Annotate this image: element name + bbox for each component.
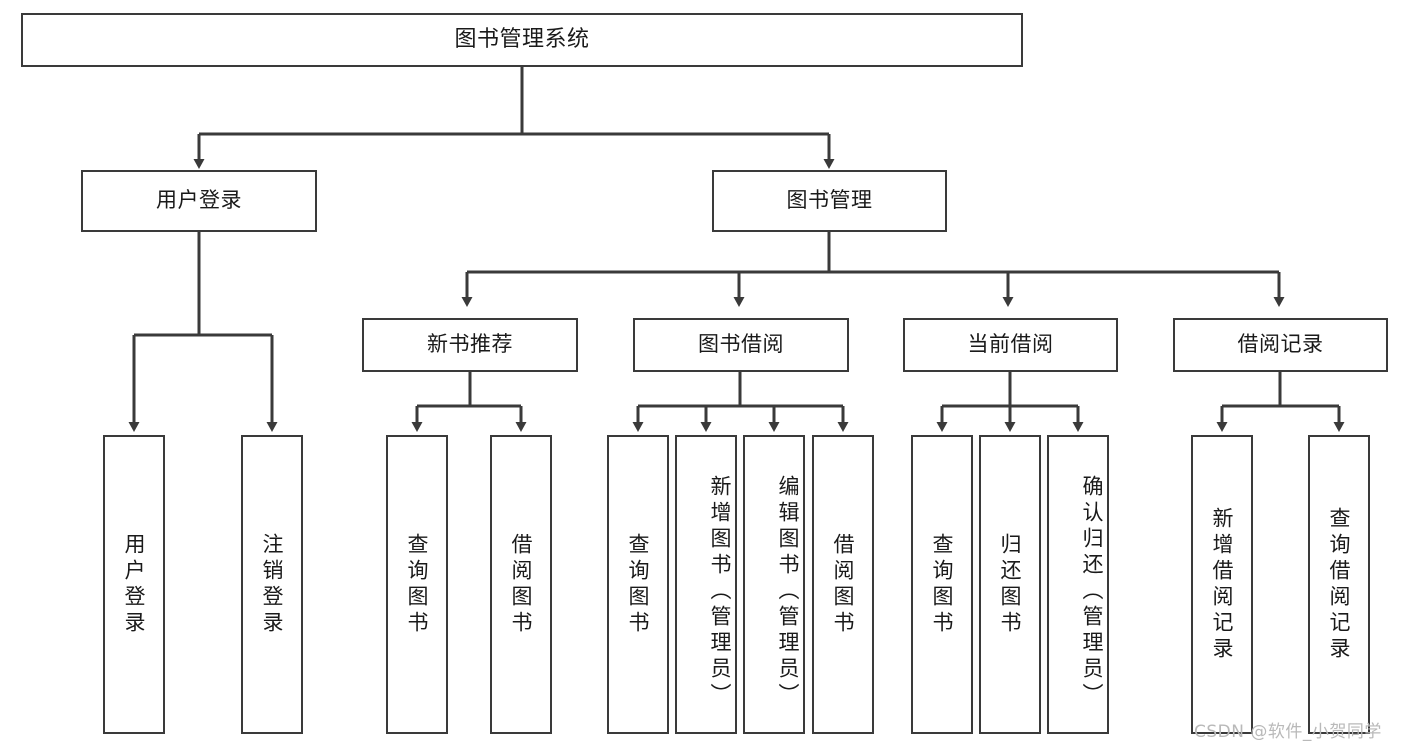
leaf-book-borrow-borrow[interactable]: 借阅图书 [812,435,874,734]
leaf-current-borrow-query[interactable]: 查询图书 [911,435,973,734]
leaf-user-login-login[interactable]: 用户登录 [103,435,165,734]
leaf-book-borrow-query[interactable]: 查询图书 [607,435,669,734]
node-book-borrow[interactable]: 图书借阅 [633,318,849,372]
leaf-new-book-query[interactable]: 查询图书 [386,435,448,734]
node-root-system[interactable]: 图书管理系统 [21,13,1023,67]
csdn-watermark: CSDN @软件_小贺同学 [1194,722,1382,742]
node-book-management[interactable]: 图书管理 [712,170,947,232]
node-current-borrow[interactable]: 当前借阅 [903,318,1118,372]
leaf-new-book-borrow[interactable]: 借阅图书 [490,435,552,734]
leaf-book-borrow-add-admin[interactable]: 新增图书（管理员） [675,435,737,734]
node-borrow-record[interactable]: 借阅记录 [1173,318,1388,372]
leaf-current-borrow-confirm-admin[interactable]: 确认归还（管理员） [1047,435,1109,734]
leaf-borrow-record-add[interactable]: 新增借阅记录 [1191,435,1253,734]
leaf-book-borrow-edit-admin[interactable]: 编辑图书（管理员） [743,435,805,734]
leaf-current-borrow-return[interactable]: 归还图书 [979,435,1041,734]
leaf-borrow-record-query[interactable]: 查询借阅记录 [1308,435,1370,734]
node-new-book-recommend[interactable]: 新书推荐 [362,318,578,372]
node-user-login[interactable]: 用户登录 [81,170,317,232]
leaf-user-login-logout[interactable]: 注销登录 [241,435,303,734]
